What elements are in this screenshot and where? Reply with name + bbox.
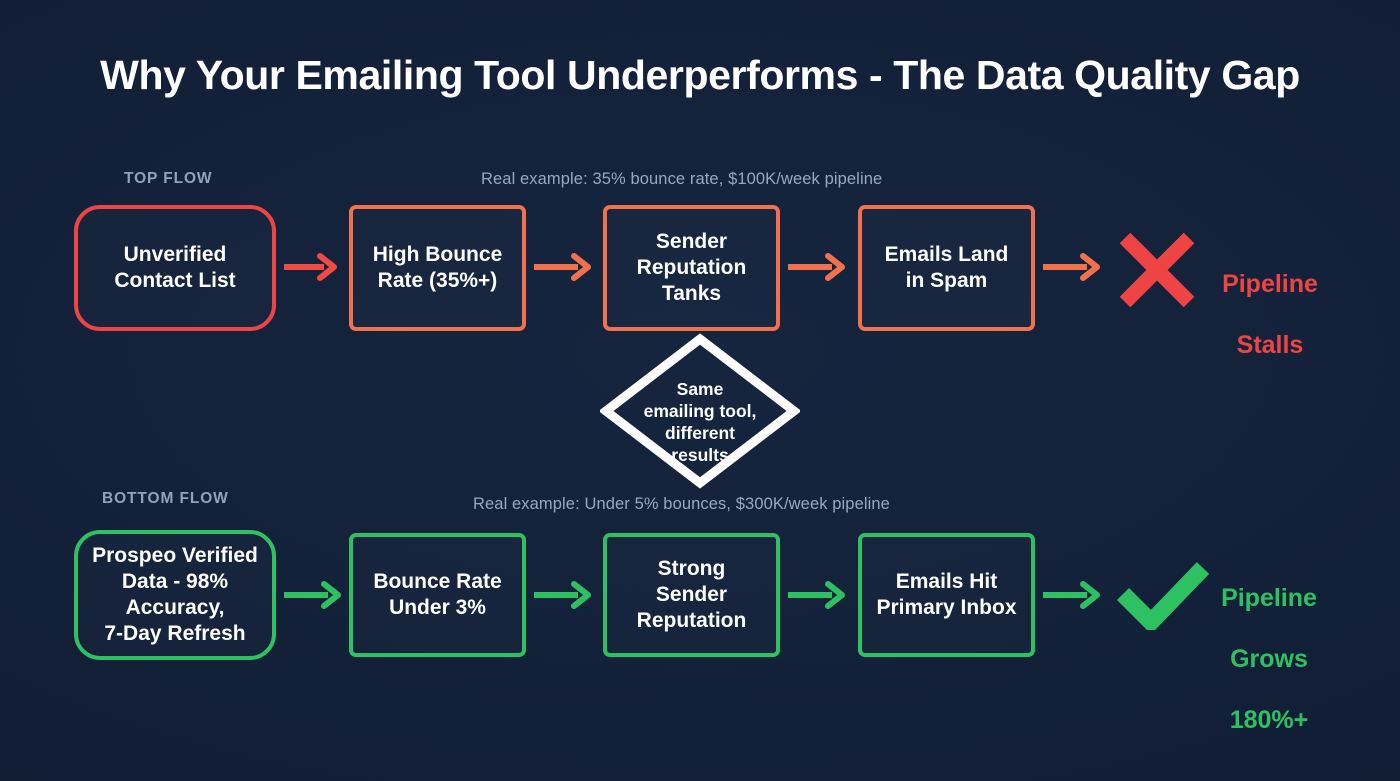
bottom-flow-node-3-line3: Reputation [636, 608, 747, 632]
top-flow-label: TOP FLOW [124, 170, 213, 187]
top-flow-outcome-label: Pipeline Stalls [1190, 238, 1350, 391]
top-flow-node-2-text: High Bounce Rate (35%+) [373, 242, 503, 294]
bottom-flow-caption: Real example: Under 5% bounces, $300K/we… [473, 495, 890, 513]
bottom-flow-arrow-3 [788, 581, 845, 609]
bottom-flow-node-4[interactable]: Emails Hit Primary Inbox [858, 533, 1035, 657]
bottom-flow-node-1-text: Prospeo Verified Data - 98% Accuracy, 7-… [92, 543, 258, 646]
top-flow-node-1[interactable]: Unverified Contact List [74, 205, 276, 331]
bottom-flow-node-1[interactable]: Prospeo Verified Data - 98% Accuracy, 7-… [74, 530, 276, 660]
top-flow-node-3[interactable]: Sender Reputation Tanks [603, 205, 780, 331]
top-flow-node-4-line2: in Spam [905, 269, 988, 292]
top-flow-caption: Real example: 35% bounce rate, $100K/wee… [481, 170, 883, 188]
divider-diamond-text: Same emailing tool, different results [600, 333, 800, 489]
bottom-flow-node-4-line1: Emails Hit [895, 570, 998, 594]
top-flow-node-3-line2: Reputation [636, 256, 747, 280]
top-flow-arrow-3 [788, 253, 845, 281]
divider-line4: results [671, 445, 729, 466]
bottom-flow-node-1-line4: 7-Day Refresh [104, 621, 246, 645]
bottom-flow-node-4-text: Emails Hit Primary Inbox [876, 569, 1016, 621]
top-flow-node-4-text: Emails Land in Spam [885, 242, 1009, 294]
divider-line1: Same [676, 378, 724, 399]
bottom-flow-outcome-line1: Pipeline [1221, 583, 1317, 612]
bottom-flow-node-2-text: Bounce Rate Under 3% [373, 569, 501, 621]
bottom-flow-node-1-line1: Prospeo Verified [92, 544, 258, 568]
top-flow-node-3-line1: Sender [655, 230, 728, 254]
bottom-flow-node-3-text: Strong Sender Reputation [637, 556, 747, 633]
top-flow-node-4[interactable]: Emails Land in Spam [858, 205, 1035, 331]
top-flow-outcome-line1: Pipeline [1222, 269, 1318, 298]
page-title: Why Your Emailing Tool Underperforms - T… [100, 52, 1300, 98]
check-icon [1116, 562, 1210, 630]
divider-line3: different [665, 423, 735, 443]
bottom-flow-node-3-line1: Strong [657, 557, 726, 581]
bottom-flow-arrow-2 [534, 581, 591, 609]
top-flow-arrow-1 [284, 253, 337, 281]
top-flow-node-1-text: Unverified Contact List [114, 242, 235, 294]
top-flow-outcome-line2: Stalls [1236, 330, 1304, 359]
bottom-flow-node-3-line2: Sender [655, 583, 728, 607]
top-flow-node-2-line2: Rate (35%+) [377, 269, 498, 292]
bottom-flow-label: BOTTOM FLOW [102, 490, 229, 507]
bottom-flow-arrow-1 [284, 581, 341, 609]
top-flow-node-3-text: Sender Reputation Tanks [637, 229, 747, 306]
top-flow-node-2-line1: High Bounce [372, 243, 503, 267]
bottom-flow-node-2-line2: Under 3% [389, 596, 486, 619]
bottom-flow-node-3[interactable]: Strong Sender Reputation [603, 533, 780, 657]
cross-icon [1119, 232, 1195, 308]
bottom-flow-node-2[interactable]: Bounce Rate Under 3% [349, 533, 526, 657]
divider-diamond: Same emailing tool, different results [600, 333, 800, 489]
bottom-flow-outcome-line3: 180%+ [1229, 705, 1309, 734]
bottom-flow-node-4-line2: Primary Inbox [876, 596, 1017, 619]
top-flow-node-4-line1: Emails Land [884, 243, 1009, 267]
divider-line2: emailing tool, [643, 400, 757, 421]
bottom-flow-node-2-line1: Bounce Rate [373, 570, 502, 594]
bottom-flow-outcome-line2: Grows [1230, 644, 1308, 673]
top-flow-arrow-2 [534, 253, 591, 281]
top-flow-node-1-line2: Contact List [114, 269, 236, 292]
bottom-flow-arrow-4 [1043, 581, 1100, 609]
top-flow-node-3-line3: Tanks [661, 281, 722, 305]
bottom-flow-node-1-line3: Accuracy, [125, 596, 225, 619]
bottom-flow-node-1-line2: Data - 98% [121, 570, 229, 594]
diamond-shape-icon [600, 333, 800, 489]
bottom-flow-outcome-label: Pipeline Grows 180%+ [1188, 552, 1350, 766]
top-flow-arrow-4 [1043, 253, 1100, 281]
top-flow-node-1-line1: Unverified [123, 243, 227, 267]
top-flow-node-2[interactable]: High Bounce Rate (35%+) [349, 205, 526, 331]
